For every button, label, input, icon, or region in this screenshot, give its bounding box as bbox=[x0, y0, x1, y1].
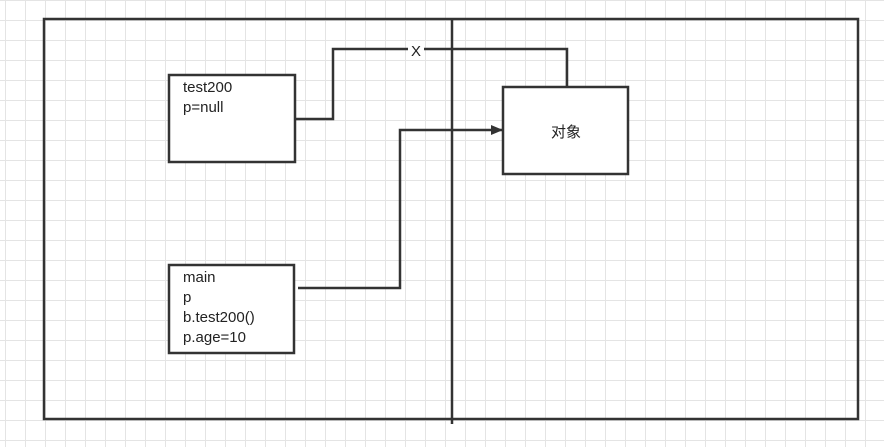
stack-frame-test200-box bbox=[167, 73, 297, 164]
stack-frame-main-line-1: main bbox=[183, 269, 216, 286]
broken-reference-connector bbox=[295, 47, 569, 121]
stack-frame-main-line-3: b.test200() bbox=[183, 309, 255, 326]
stack-frame-main: main p b.test200() p.age=10 bbox=[167, 263, 296, 355]
stack-frame-main-line-2: p bbox=[183, 289, 191, 306]
stack-frame-test200: test200 p=null bbox=[167, 73, 297, 164]
heap-object: 对象 bbox=[501, 85, 630, 176]
stack-frame-main-box bbox=[167, 263, 296, 355]
broken-reference-mark: X bbox=[411, 43, 421, 60]
stack-frame-test200-line-2: p=null bbox=[183, 99, 223, 116]
heap-object-label: 对象 bbox=[551, 124, 581, 141]
broken-reference-mark-bg bbox=[408, 41, 424, 57]
main-reference-arrow bbox=[298, 125, 503, 290]
heap-object-box bbox=[501, 85, 630, 176]
stack-frame-main-line-4: p.age=10 bbox=[183, 329, 246, 346]
stack-frame-test200-line-1: test200 bbox=[183, 79, 232, 96]
